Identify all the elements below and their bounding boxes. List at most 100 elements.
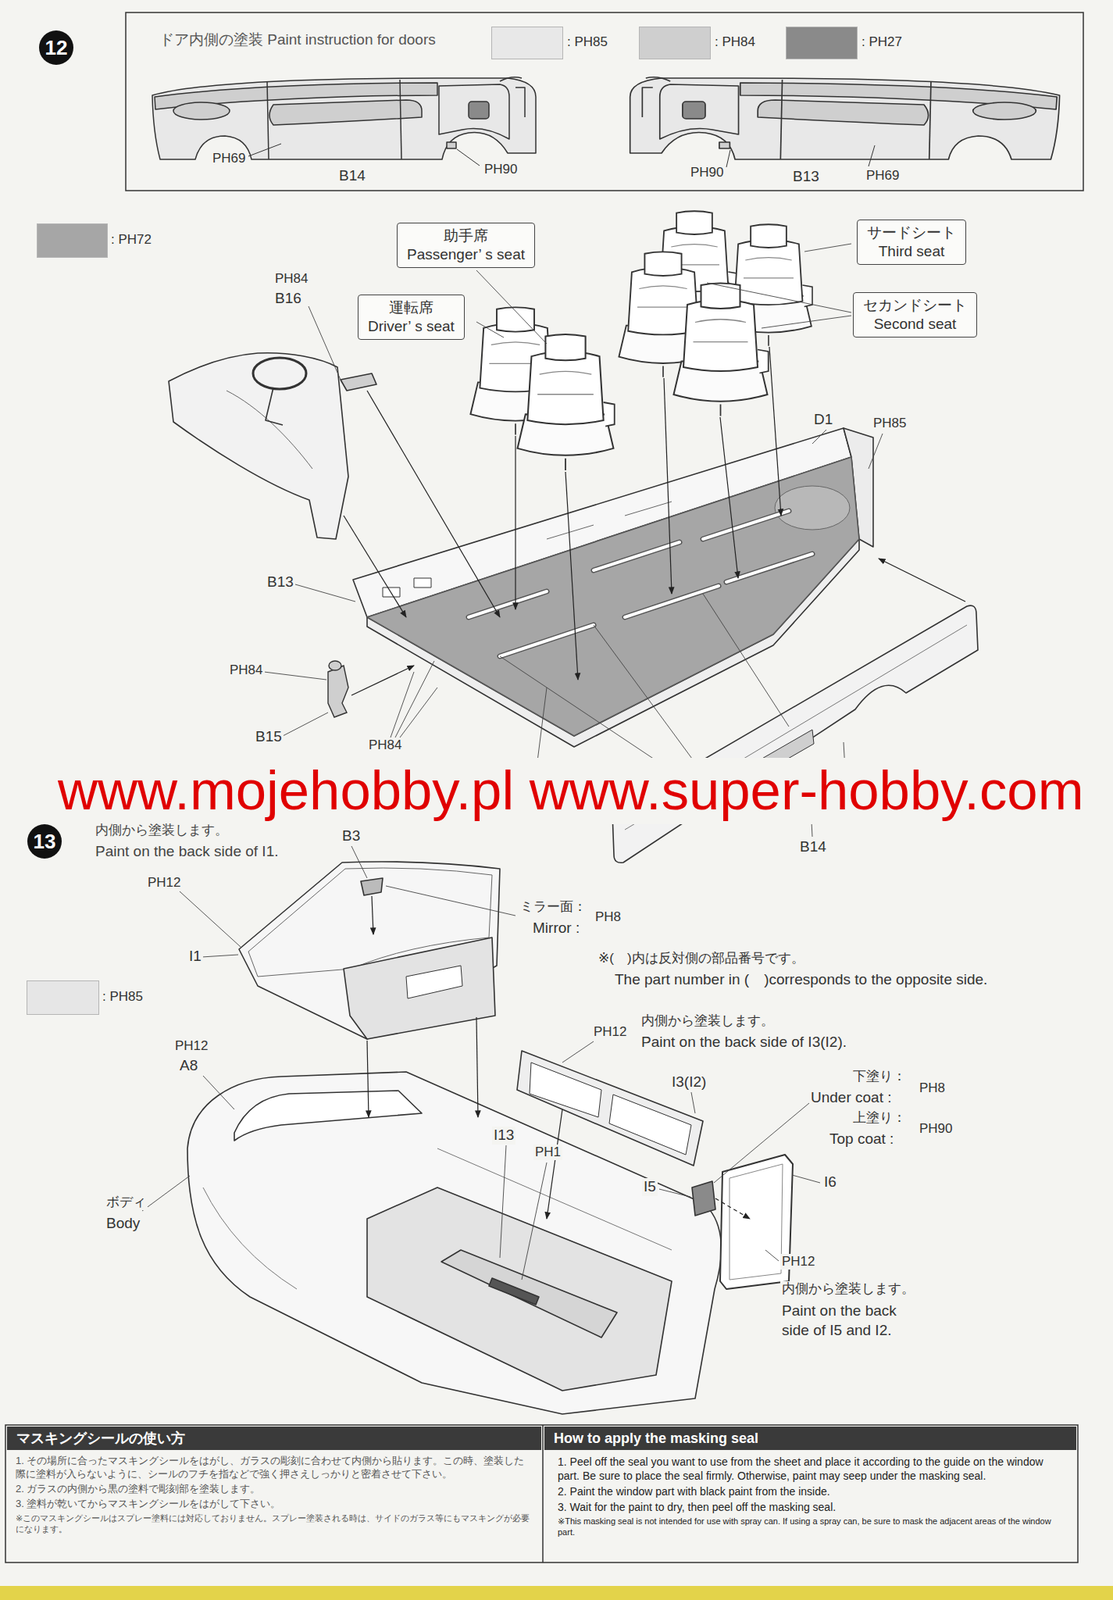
label-anchor: B15 xyxy=(253,727,284,746)
instruction-note: 上塗り： xyxy=(851,1109,908,1126)
paint-code: PH12 xyxy=(780,1253,817,1270)
instruction-note: Paint on the back side of I5 and I2. xyxy=(780,1301,929,1340)
part-name: ボディ xyxy=(104,1194,148,1210)
label-anchor: 内側から塗装します。 xyxy=(93,822,230,839)
paint-code: PH12 xyxy=(146,874,183,891)
masking-step: 2. ガラスの内側から黒の塗料で彫刻部を塗装します。 xyxy=(14,1482,534,1496)
masking-step: 3. Wait for the paint to dry, then peel … xyxy=(556,1499,1068,1514)
legend-text: : PH27 xyxy=(861,34,903,50)
node-text: 助手席 xyxy=(406,226,525,246)
label-anchor: B3 xyxy=(340,827,362,846)
label-anchor: ドア内側の塗装 Paint instruction for doors xyxy=(157,31,438,50)
color-swatch xyxy=(785,26,858,60)
label-anchor: PH84 xyxy=(228,662,265,678)
paint-code: PH8 xyxy=(917,1080,947,1096)
masking-note: ※This masking seal is not intended for u… xyxy=(556,1515,1068,1538)
label-anchor: B13 xyxy=(265,573,296,592)
label-anchor: 内側から塗装します。 xyxy=(780,1280,917,1297)
label-anchor: PH1 xyxy=(533,1144,563,1160)
part-number: I6 xyxy=(822,1173,839,1192)
legend-text: : PH85 xyxy=(567,34,608,50)
label-anchor: Paint on the back side of I5 and I2. xyxy=(780,1301,929,1340)
instruction-note: The part number in ( )corresponds to the… xyxy=(613,970,989,989)
label-anchor: PH85 xyxy=(871,415,909,432)
label-anchor: I6 xyxy=(822,1173,839,1192)
paint-code: PH12 xyxy=(173,1038,211,1054)
instruction-note: 下塗り： xyxy=(851,1068,908,1085)
part-number: I1 xyxy=(187,947,204,966)
instruction-note: ミラー面： xyxy=(518,898,589,915)
seat-callout-box: サードシートThird seat xyxy=(856,219,967,265)
color-swatch xyxy=(26,980,100,1015)
label-anchor: PH84 xyxy=(273,271,311,287)
label-anchor: ミラー面： xyxy=(518,898,589,915)
legend-text: : PH84 xyxy=(714,34,756,50)
paint-code: PH84 xyxy=(273,271,311,287)
color-swatch xyxy=(491,26,564,60)
label-anchor: B13 xyxy=(791,167,821,186)
label-anchor: 3. 塗料が乾いてからマスキングシールをはがして下さい。 xyxy=(14,1497,534,1511)
instruction-note: Paint on the back side of I1. xyxy=(93,842,281,861)
label-anchor: 下塗り： xyxy=(851,1068,908,1085)
instruction-note: Mirror : xyxy=(531,919,582,938)
part-number: I3(I2) xyxy=(670,1073,708,1092)
label-anchor: PH90 xyxy=(917,1120,955,1137)
part-number: D1 xyxy=(812,410,835,429)
label-anchor: 2. Paint the window part with black pain… xyxy=(556,1484,1068,1499)
color-swatch xyxy=(638,26,711,60)
label-anchor: B14 xyxy=(798,838,828,857)
node-text: 12 xyxy=(45,35,68,61)
label-anchor: PH90 xyxy=(688,164,726,181)
masking-step: 1. その場所に合ったマスキングシールをはがし、ガラスの彫刻に合わせて内側から貼… xyxy=(14,1454,534,1481)
instruction-note: 内側から塗装します。 xyxy=(780,1280,917,1297)
label-anchor: PH84 xyxy=(367,737,404,753)
label-anchor: Paint on the back side of I3(I2). xyxy=(639,1033,849,1052)
node-text: How to apply the masking seal xyxy=(553,1430,759,1447)
label-anchor: www.mojehobby.pl www.super-hobby.com xyxy=(56,757,1086,825)
label-anchor: A8 xyxy=(178,1056,200,1075)
step-number: 13 xyxy=(27,824,62,859)
paint-code: PH69 xyxy=(210,150,248,167)
label-anchor: PH69 xyxy=(864,167,902,184)
label-anchor: Body xyxy=(104,1214,142,1233)
part-number: B14 xyxy=(798,838,828,857)
label-anchor: D1 xyxy=(812,410,835,429)
label-anchor: PH8 xyxy=(917,1080,947,1096)
section-heading: ドア内側の塗装 Paint instruction for doors xyxy=(157,31,438,50)
seat-callout-box: 運転席Driver’ s seat xyxy=(357,294,465,340)
masking-note: ※このマスキングシールはスプレー塗料には対応しておりません。スプレー塗装される時… xyxy=(14,1512,534,1535)
masking-step: 3. 塗料が乾いてからマスキングシールをはがして下さい。 xyxy=(14,1497,534,1511)
part-number: B3 xyxy=(340,827,362,846)
label-anchor: 3. Wait for the paint to dry, then peel … xyxy=(556,1499,1068,1514)
node-text: Passenger’ s seat xyxy=(406,245,525,264)
instruction-note: 内側から塗装します。 xyxy=(93,822,230,839)
section-header-band: マスキングシールの使い方 xyxy=(7,1426,542,1450)
masking-step: 2. Paint the window part with black pain… xyxy=(556,1484,1068,1499)
seat-callout-box: セカンドシートSecond seat xyxy=(852,292,978,338)
label-anchor: Under coat : xyxy=(809,1088,894,1107)
label-anchor: I13 xyxy=(492,1126,516,1145)
label-anchor: I5 xyxy=(642,1177,658,1196)
label-anchor: B14 xyxy=(337,167,368,186)
instruction-note: Under coat : xyxy=(809,1088,894,1107)
paint-code: PH1 xyxy=(533,1144,563,1160)
node-text: 運転席 xyxy=(367,298,455,318)
node-text: Third seat xyxy=(866,242,957,261)
paint-code: PH84 xyxy=(367,737,404,753)
part-number: I13 xyxy=(492,1126,516,1145)
instruction-note: ※( )内は反対側の部品番号です。 xyxy=(596,950,807,967)
label-anchor: ※( )内は反対側の部品番号です。 xyxy=(596,950,807,967)
step-number: 12 xyxy=(39,30,74,65)
label-anchor: 上塗り： xyxy=(851,1109,908,1126)
part-number: A8 xyxy=(178,1056,200,1075)
label-anchor: Mirror : xyxy=(531,919,582,938)
label-anchor: 1. その場所に合ったマスキングシールをはがし、ガラスの彫刻に合わせて内側から貼… xyxy=(14,1454,534,1481)
label-anchor: B16 xyxy=(273,289,304,308)
label-anchor: 1. Peel off the seal you want to use fro… xyxy=(556,1454,1068,1483)
instruction-note: Paint on the back side of I3(I2). xyxy=(639,1033,849,1052)
part-number: B15 xyxy=(253,727,284,746)
paint-code: PH90 xyxy=(482,161,520,178)
instruction-note: 内側から塗装します。 xyxy=(639,1013,776,1029)
watermark: www.mojehobby.pl www.super-hobby.com xyxy=(56,757,1086,825)
